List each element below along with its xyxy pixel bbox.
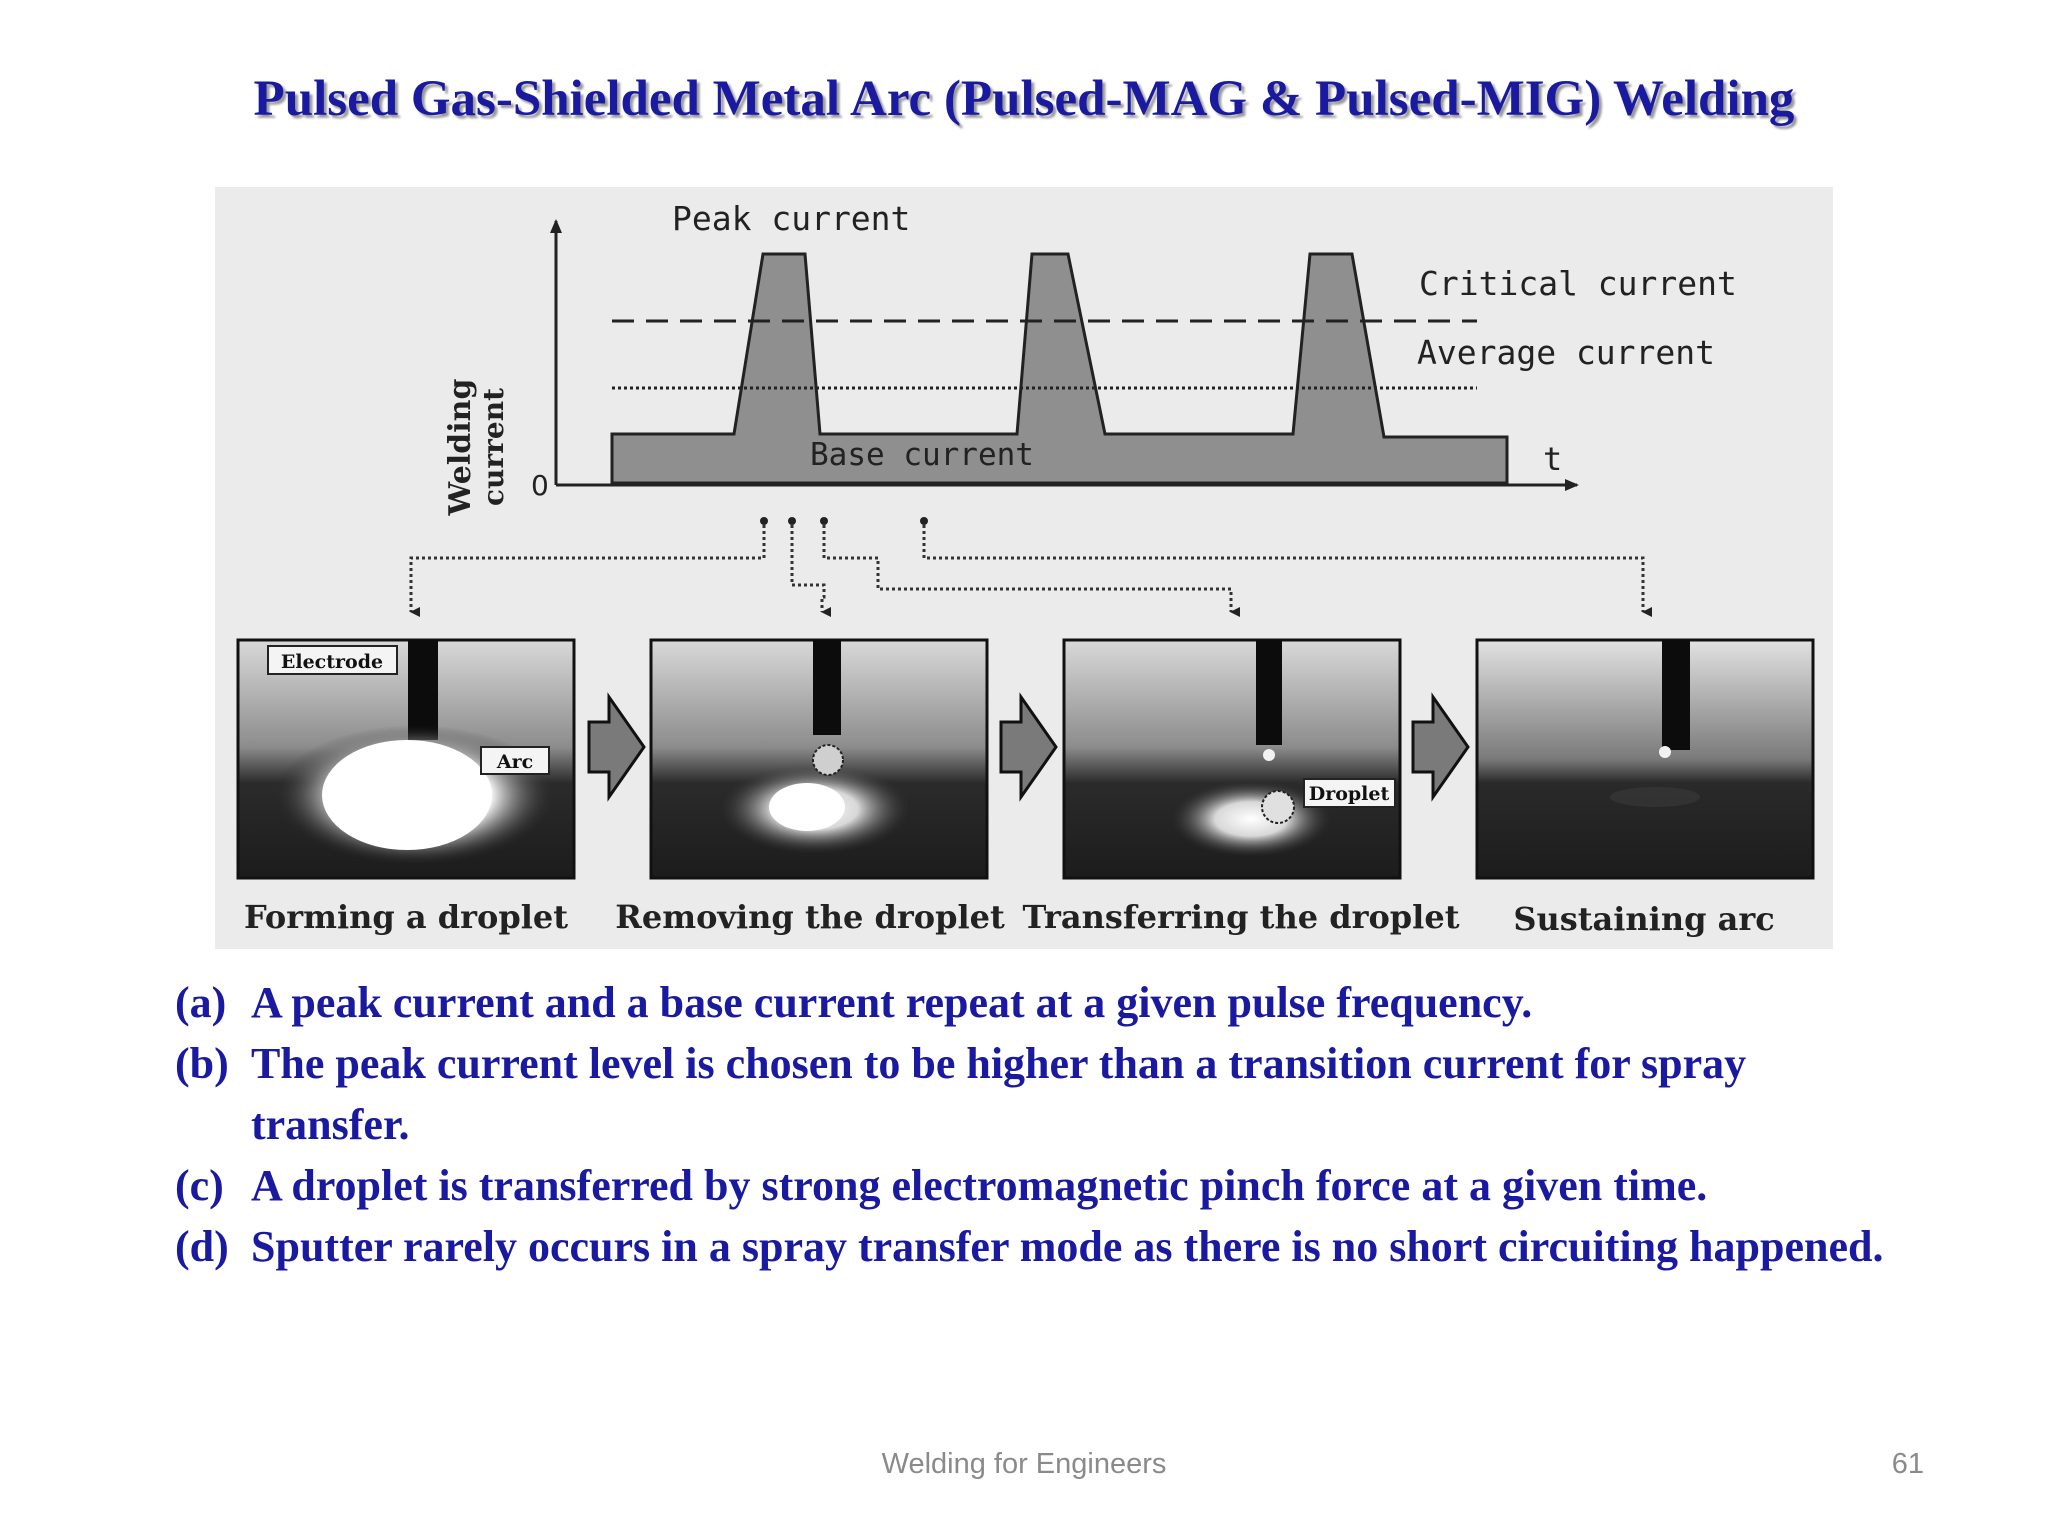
bullet-label: (b) (175, 1039, 229, 1088)
electrode-label: Electrode (281, 651, 383, 673)
x-axis-label: t (1543, 440, 1562, 478)
page-number: 61 (1891, 1448, 1924, 1480)
stage-connectors (409, 517, 1652, 617)
connector-removing (790, 525, 831, 617)
bullet-b: (b) The peak current level is chosen to … (175, 1033, 1895, 1155)
current-waveform-chart: Welding current 0 t Peak current Critica… (443, 199, 1737, 516)
bullet-text: The peak current level is chosen to be h… (251, 1039, 1747, 1149)
bullet-list: (a) A peak current and a base current re… (175, 972, 1895, 1277)
slide-title: Pulsed Gas-Shielded Metal Arc (Pulsed-MA… (253, 71, 1795, 127)
photo-transferring-droplet: Droplet (1062, 638, 1402, 880)
average-current-label: Average current (1417, 333, 1715, 372)
y-axis-label-line2: current (477, 388, 510, 506)
stage-arrow-1 (587, 692, 646, 802)
photo-removing-droplet (649, 638, 989, 880)
photo-sustaining-arc (1475, 638, 1815, 880)
stage-arrow-2 (999, 692, 1058, 802)
critical-current-label: Critical current (1419, 264, 1737, 303)
connector-sustaining (922, 525, 1652, 617)
peak-current-label: Peak current (672, 199, 910, 238)
y-axis-label-line1: Welding (443, 379, 478, 517)
arc-label: Arc (496, 751, 533, 773)
base-current-label: Base current (810, 437, 1034, 473)
bullet-d: (d) Sputter rarely occurs in a spray tra… (175, 1216, 1895, 1277)
stage-caption-transferring: Transferring the droplet (1023, 898, 1460, 936)
bullet-label: (c) (175, 1161, 224, 1210)
stage-caption-sustaining: Sustaining arc (1513, 900, 1774, 938)
stage-caption-removing: Removing the droplet (615, 898, 1005, 936)
bullet-text: A droplet is transferred by strong elect… (251, 1161, 1708, 1210)
bullet-a: (a) A peak current and a base current re… (175, 972, 1895, 1033)
bullet-text: Sputter rarely occurs in a spray transfe… (251, 1222, 1884, 1271)
bullet-label: (a) (175, 978, 227, 1027)
origin-label: 0 (531, 469, 549, 502)
bullet-c: (c) A droplet is transferred by strong e… (175, 1155, 1895, 1216)
footer-title: Welding for Engineers (881, 1448, 1167, 1480)
connector-transferring (822, 525, 1240, 617)
connector-forming (409, 525, 766, 617)
droplet-label: Droplet (1309, 783, 1390, 805)
bullet-label: (d) (175, 1222, 229, 1271)
stage-arrow-3 (1411, 692, 1470, 802)
pulse-waveform (610, 252, 1509, 485)
pulsed-current-figure: Welding current 0 t Peak current Critica… (215, 187, 1833, 949)
bullet-text: A peak current and a base current repeat… (251, 978, 1533, 1027)
photo-forming-droplet: Electrode Arc (236, 638, 576, 880)
stage-caption-forming: Forming a droplet (244, 898, 568, 936)
